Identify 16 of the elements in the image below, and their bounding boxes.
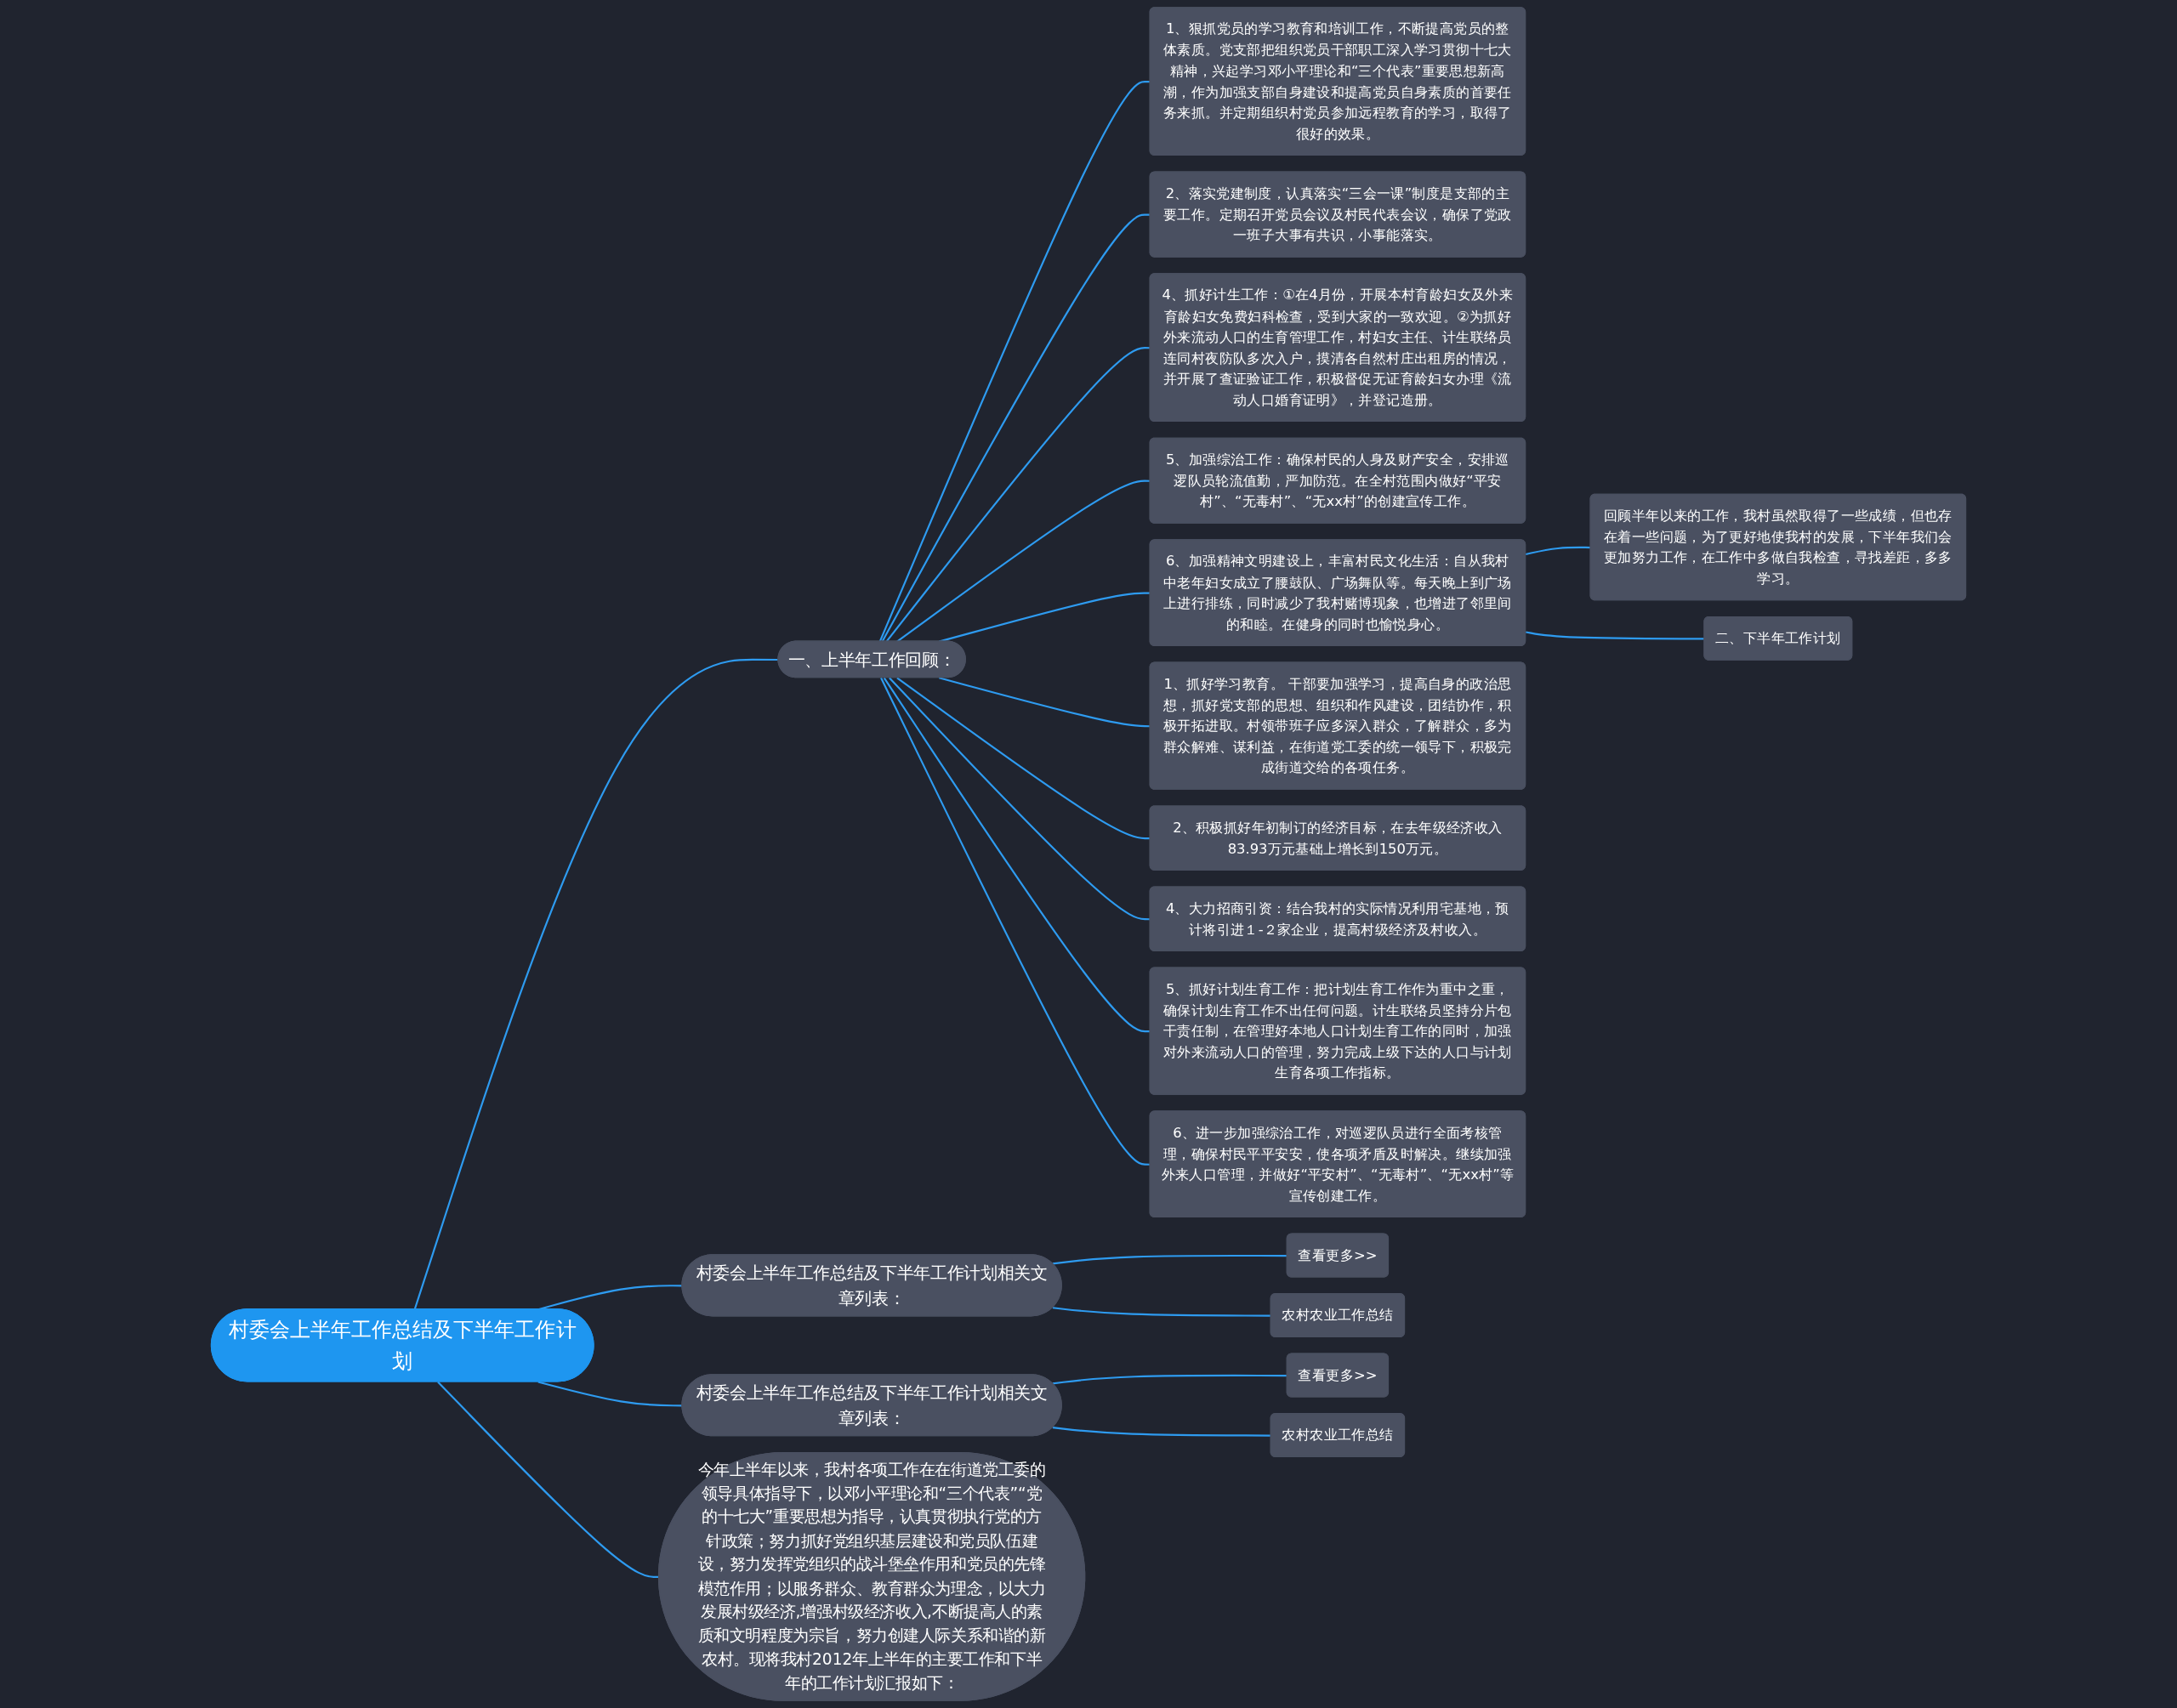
connector (880, 677, 1151, 1166)
connector (896, 677, 1151, 840)
connector (881, 213, 1151, 643)
connector (413, 658, 779, 1310)
connector (1052, 1427, 1271, 1437)
connector (896, 479, 1151, 643)
connector (883, 677, 1151, 1033)
connector (889, 677, 1151, 921)
connector (537, 1381, 683, 1407)
connector (939, 677, 1151, 728)
connector (878, 80, 1151, 643)
connector (1052, 1254, 1287, 1265)
connector (1052, 1374, 1287, 1385)
connector (885, 347, 1151, 643)
connector (1052, 1307, 1271, 1317)
connector (1525, 546, 1591, 556)
